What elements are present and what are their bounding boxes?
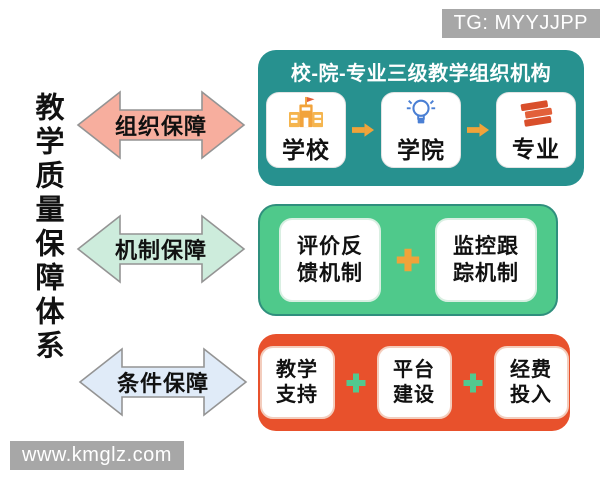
connector: [467, 122, 490, 138]
books-icon: [520, 99, 553, 127]
right-arrow-icon: [352, 123, 375, 137]
arrow-organization-guarantee: 组织保障: [76, 88, 246, 162]
card-line: 经费: [510, 358, 552, 381]
card-line: 评价反: [297, 234, 363, 258]
school-building-icon: [289, 96, 323, 127]
plus-icon: [463, 373, 482, 392]
double-arrow-icon: [76, 214, 246, 284]
card-funding-investment: 经费 投入: [493, 346, 569, 419]
box2-cards-row: 评价反 馈机制 监控跟 踪机制: [260, 206, 556, 314]
watermark-website: www.kmglz.com: [10, 441, 184, 470]
card-label: 专业: [512, 135, 560, 162]
connector: [352, 122, 375, 138]
main-title: 教学质量保障体系: [31, 92, 63, 364]
card-line: 平台: [393, 358, 435, 381]
card-platform-construction: 平台 建设: [376, 346, 452, 419]
connector: [395, 247, 421, 273]
box-mechanism: 评价反 馈机制 监控跟 踪机制: [258, 204, 558, 316]
card-monitoring-tracking: 监控跟 踪机制: [435, 218, 537, 302]
right-arrow-icon: [467, 123, 490, 137]
box3-cards-row: 教学 支持 平台 建设 经费 投入: [258, 334, 570, 431]
card-teaching-support: 教学 支持: [259, 346, 335, 419]
card-label: 学院: [397, 136, 445, 163]
card-line: 投入: [510, 383, 552, 406]
card-line: 监控跟: [453, 234, 519, 258]
card-college: 学院: [381, 92, 461, 168]
card-major: 专业: [496, 92, 576, 168]
box-organization-structure: 校-院-专业三级教学组织机构 学校: [258, 50, 584, 186]
arrow-mechanism-guarantee: 机制保障: [76, 212, 246, 286]
arrow-label: 机制保障: [114, 238, 207, 263]
double-arrow-icon: [76, 90, 246, 160]
watermark-telegram: TG: MYYJJPP: [441, 9, 600, 38]
arrow-label: 条件保障: [116, 371, 209, 396]
card-line: 馈机制: [297, 262, 363, 285]
box1-cards-row: 学校: [258, 92, 584, 168]
plus-icon: [346, 373, 365, 392]
box-condition: 教学 支持 平台 建设 经费 投入: [258, 334, 570, 431]
connector: [345, 372, 367, 394]
card-line: 建设: [393, 383, 435, 406]
connector: [462, 372, 484, 394]
arrow-condition-guarantee: 条件保障: [78, 344, 248, 420]
card-line: 教学: [276, 358, 318, 381]
double-arrow-icon: [78, 347, 248, 417]
card-line: 踪机制: [453, 262, 519, 285]
arrow-label: 组织保障: [114, 114, 207, 139]
plus-icon: [396, 248, 420, 272]
card-line: 支持: [276, 383, 318, 406]
card-evaluation-feedback: 评价反 馈机制: [279, 218, 381, 302]
lightbulb-icon: [406, 99, 436, 123]
box-title: 校-院-专业三级教学组织机构: [290, 63, 552, 85]
card-label: 学校: [282, 136, 330, 163]
card-school: 学校: [266, 92, 346, 168]
